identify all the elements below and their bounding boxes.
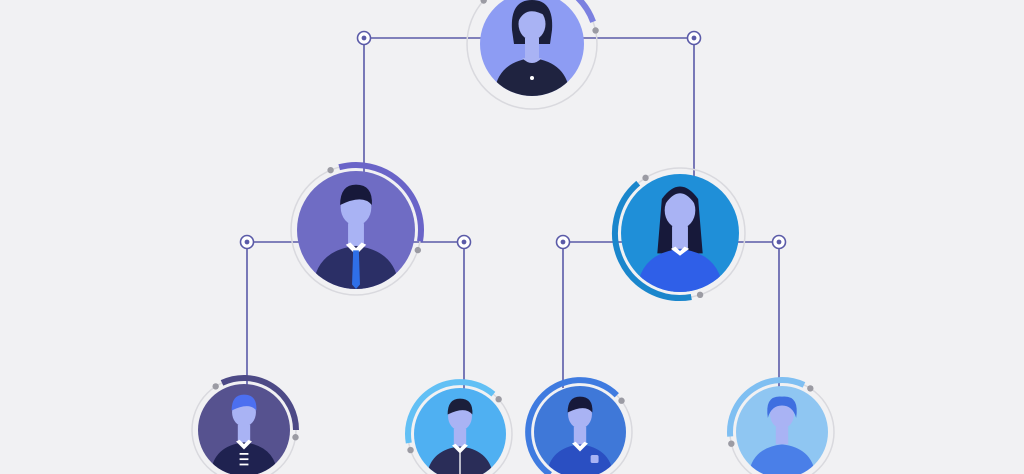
ring-dot [618,397,625,404]
hair-short [567,396,593,413]
org-node-top [466,0,599,110]
neck [453,428,467,447]
org-node-left-manager [290,162,424,296]
hair-short [340,184,372,206]
ring-dot [696,291,704,299]
body [748,444,816,474]
collar [572,441,588,452]
hair-short [447,398,473,415]
neck [348,223,364,246]
junction-dot [686,30,702,46]
shirt-stripe [239,458,249,461]
shirt-stripe [239,463,249,466]
hair-fringe [518,3,546,22]
tie [352,250,360,289]
ring-dot [480,0,487,4]
org-node-staff-1 [191,375,299,474]
ring-dot [407,446,414,454]
org-node-staff-2 [405,379,513,474]
ring-dot [807,385,814,392]
collar [452,443,468,454]
necklace [530,76,534,80]
junction-dot [555,234,571,250]
neck [525,38,539,58]
portrait-man-side-part [210,394,278,474]
junction-dot [771,234,787,250]
head [770,400,794,429]
head [518,8,546,40]
outer-ring [466,0,598,110]
accent-arc [612,180,692,301]
shirt-stripe [239,453,249,455]
hair-top [664,188,696,206]
junction-dot [456,234,472,250]
neck [672,226,688,249]
ring-dot [292,434,299,441]
portrait-man-badge [546,396,614,474]
hair-curly [767,396,797,418]
ring-dot [414,246,422,254]
accent-arc [338,162,424,242]
ring-dot [212,383,219,390]
body [546,444,614,474]
neck [775,426,789,445]
accent-arc [525,377,619,474]
ring-dot [327,166,334,174]
org-node-staff-4 [727,377,835,474]
org-node-staff-3 [525,377,633,474]
ring-dot [495,396,502,403]
neckline [522,58,542,63]
ring-dot [642,174,649,182]
accent-arc [727,377,806,437]
portrait-woman-short-hair [494,0,570,96]
head [664,192,696,229]
accent-arc [575,0,596,23]
neck [237,424,251,443]
portrait-person-curly [748,396,816,474]
ring-dot [728,440,735,447]
portrait-man-suit-tie [312,184,400,289]
accent-arc [220,375,299,431]
org-node-right-manager [612,167,746,301]
accent-arc [405,379,496,444]
body [636,248,724,292]
ring-dot [592,27,599,34]
collar [345,242,367,255]
portrait-man-shirt [426,398,494,474]
badge [590,455,599,463]
org-nodes [191,0,835,474]
junction-dot [239,234,255,250]
hair-short [231,394,257,411]
collar [670,246,690,256]
portrait-woman-long-hair [636,186,724,292]
junction-dot [356,30,372,46]
collar [236,439,252,450]
neck [573,426,587,445]
